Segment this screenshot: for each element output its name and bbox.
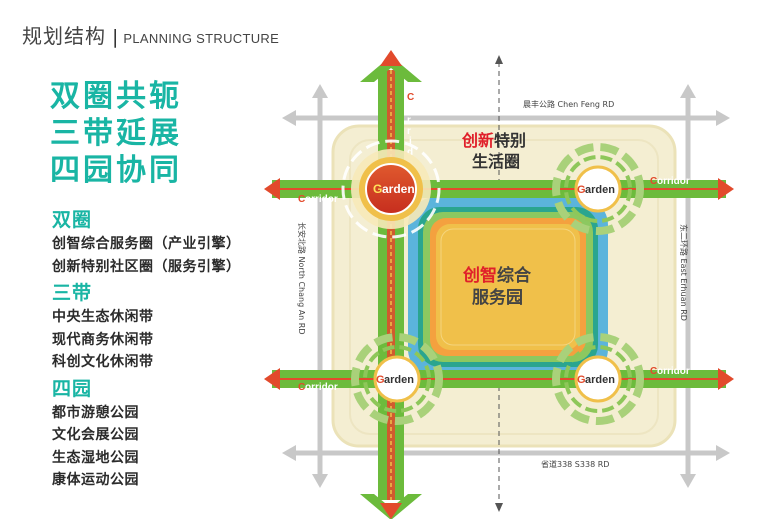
structure-legend: 双圈 创智综合服务圈（产业引擎） 创新特别社区圈（服务引擎） 三带 中央生态休闲… [52,205,282,492]
garden-node-top-left: G arden [341,139,441,239]
zone-label-center-park: 创智综合 服务园 [462,265,532,308]
arrow-right-icon [716,445,730,461]
road-label-north: 晨丰公路 Chen Feng RD [523,99,614,109]
svg-text:i: i [409,136,412,147]
svg-text:r: r [407,126,411,137]
svg-text:orridor: orridor [305,194,338,205]
road-label-west: 长安北路 North Chang An RD [297,222,307,335]
corridor-label: C orridor [650,176,690,187]
corridor-label: C orridor [298,382,338,393]
svg-text:服务园: 服务园 [472,287,523,308]
road-label-east: 东二环路 East Erhuan RD [679,224,689,321]
slogan-line: 三带延展 [50,116,182,151]
center-park [436,224,580,350]
svg-text:r: r [407,115,411,126]
svg-text:C: C [298,382,305,393]
legend-item: 康体运动公园 [52,472,139,488]
arrow-up-icon [312,84,328,98]
legend-item: 创新特别社区圈（服务引擎） [52,258,241,275]
svg-text:o: o [407,104,413,115]
arrow-down-icon [312,474,328,488]
legend-group-title: 双圈 [52,209,93,231]
legend-item: 科创文化休闲带 [52,354,154,370]
svg-text:C: C [650,176,657,187]
legend-item: 都市游憩公园 [52,404,139,421]
arrow-down-icon [680,474,696,488]
garden-node-top-right: G arden [552,143,644,235]
legend-group-title: 四园 [52,377,93,400]
legend-item: 创智综合服务圈（产业引擎） [52,236,241,252]
svg-text:arden: arden [585,374,615,386]
svg-text:orridor: orridor [657,176,690,187]
svg-text:C: C [650,366,657,377]
legend-item: 生态湿地公园 [52,449,139,466]
svg-text:G: G [373,182,382,196]
zone-label-special-community: 创新特别 生活圈 [461,131,526,171]
svg-text:arden: arden [585,184,615,196]
axis-arrow-up-icon [495,55,503,64]
slogan-line: 四园协同 [50,153,182,188]
corridor-label: C orridor [650,366,690,377]
axis-arrow-down-icon [495,503,503,512]
arrow-left-icon [282,110,296,126]
page-title-zh: 规划结构 [22,24,106,48]
svg-text:创智综合: 创智综合 [462,265,532,286]
arrow-left-icon [282,445,296,461]
road-arrowheads [282,84,730,488]
page-header: 规划结构 | PLANNING STRUCTURE [22,20,279,49]
svg-text:G: G [376,374,385,386]
svg-text:G: G [577,184,586,196]
svg-text:G: G [577,374,586,386]
legend-item: 文化会展公园 [52,427,139,443]
legend-item: 中央生态休闲带 [52,309,154,325]
slogan: 双圈共轭 三带延展 四园协同 [50,78,182,189]
arrow-up-icon [680,84,696,98]
garden-node-bottom-right: G arden [552,333,644,425]
legend-item: 现代商务休闲带 [52,331,154,348]
svg-text:创新特别: 创新特别 [461,131,526,150]
garden-node-bottom-left: G arden [351,333,443,425]
svg-text:arden: arden [382,182,415,196]
arrow-right-icon [716,110,730,126]
svg-text:C: C [298,194,305,205]
slogan-line: 双圈共轭 [50,79,182,114]
svg-text:orridor: orridor [305,382,338,393]
svg-text:生活圈: 生活圈 [472,152,520,171]
svg-text:orridor: orridor [657,366,690,377]
road-network [290,92,722,480]
legend-group-title: 三带 [52,282,93,304]
title-separator: | [112,26,119,48]
site-inner-outline [349,139,659,435]
svg-text:d: d [407,147,413,158]
corridor-label: C orridor [298,194,338,205]
svg-text:C: C [407,92,414,103]
road-label-south: 省道338 S338 RD [541,459,609,469]
page-title-en: PLANNING STRUCTURE [123,31,280,46]
svg-text:arden: arden [384,374,414,386]
